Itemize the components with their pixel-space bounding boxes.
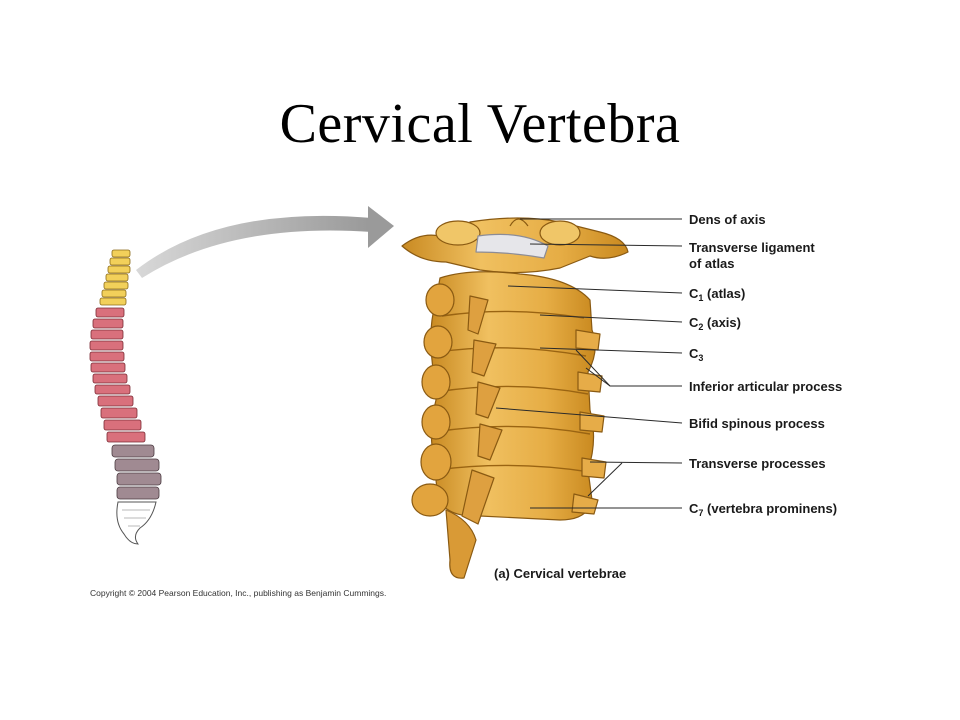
label-bifid-spinous-process: Bifid spinous process	[689, 416, 825, 432]
label-c2-subscript: 2	[698, 322, 704, 332]
label-transverse-ligament-line1: Transverse ligament	[689, 240, 815, 255]
label-inferior-articular-process: Inferior articular process	[689, 379, 842, 395]
label-c7-subscript: 7	[698, 508, 704, 518]
label-transverse-ligament: Transverse ligament of atlas	[689, 240, 815, 272]
label-dens-of-axis-text: Dens of axis	[689, 212, 766, 227]
label-c1-atlas: C1 (atlas)	[689, 286, 746, 303]
cervical-column-drawing	[401, 217, 629, 579]
label-transverse-processes: Transverse processes	[689, 456, 826, 472]
label-dens-of-axis: Dens of axis	[689, 212, 766, 228]
figure-caption: (a) Cervical vertebrae	[494, 566, 627, 581]
label-c1-letter: C	[689, 286, 699, 301]
label-c3-subscript: 3	[698, 353, 704, 363]
copyright-notice: Copyright © 2004 Pearson Education, Inc.…	[90, 588, 387, 598]
curved-arrow-icon	[136, 206, 394, 278]
label-c7-letter: C	[689, 501, 699, 516]
slide-title: Cervical Vertebra	[279, 93, 681, 155]
label-bifid-spinous-text: Bifid spinous process	[689, 416, 825, 431]
label-c7-vertebra-prominens: C7 (vertebra prominens)	[689, 501, 838, 518]
label-c7-text: (vertebra prominens)	[703, 501, 838, 516]
label-c2-letter: C	[689, 315, 699, 330]
label-transverse-ligament-line2: of atlas	[689, 256, 735, 271]
label-inferior-articular-text: Inferior articular process	[689, 379, 843, 394]
label-c1-subscript: 1	[698, 293, 704, 303]
full-spine-sketch	[89, 249, 162, 545]
label-c3: C3	[689, 346, 704, 363]
leader-lines	[495, 218, 683, 509]
label-c2-text: (axis)	[703, 315, 741, 330]
label-c3-letter: C	[689, 346, 699, 361]
label-c1-text: (atlas)	[703, 286, 746, 301]
label-transverse-processes-text: Transverse processes	[689, 456, 826, 471]
label-c2-axis: C2 (axis)	[689, 315, 741, 332]
